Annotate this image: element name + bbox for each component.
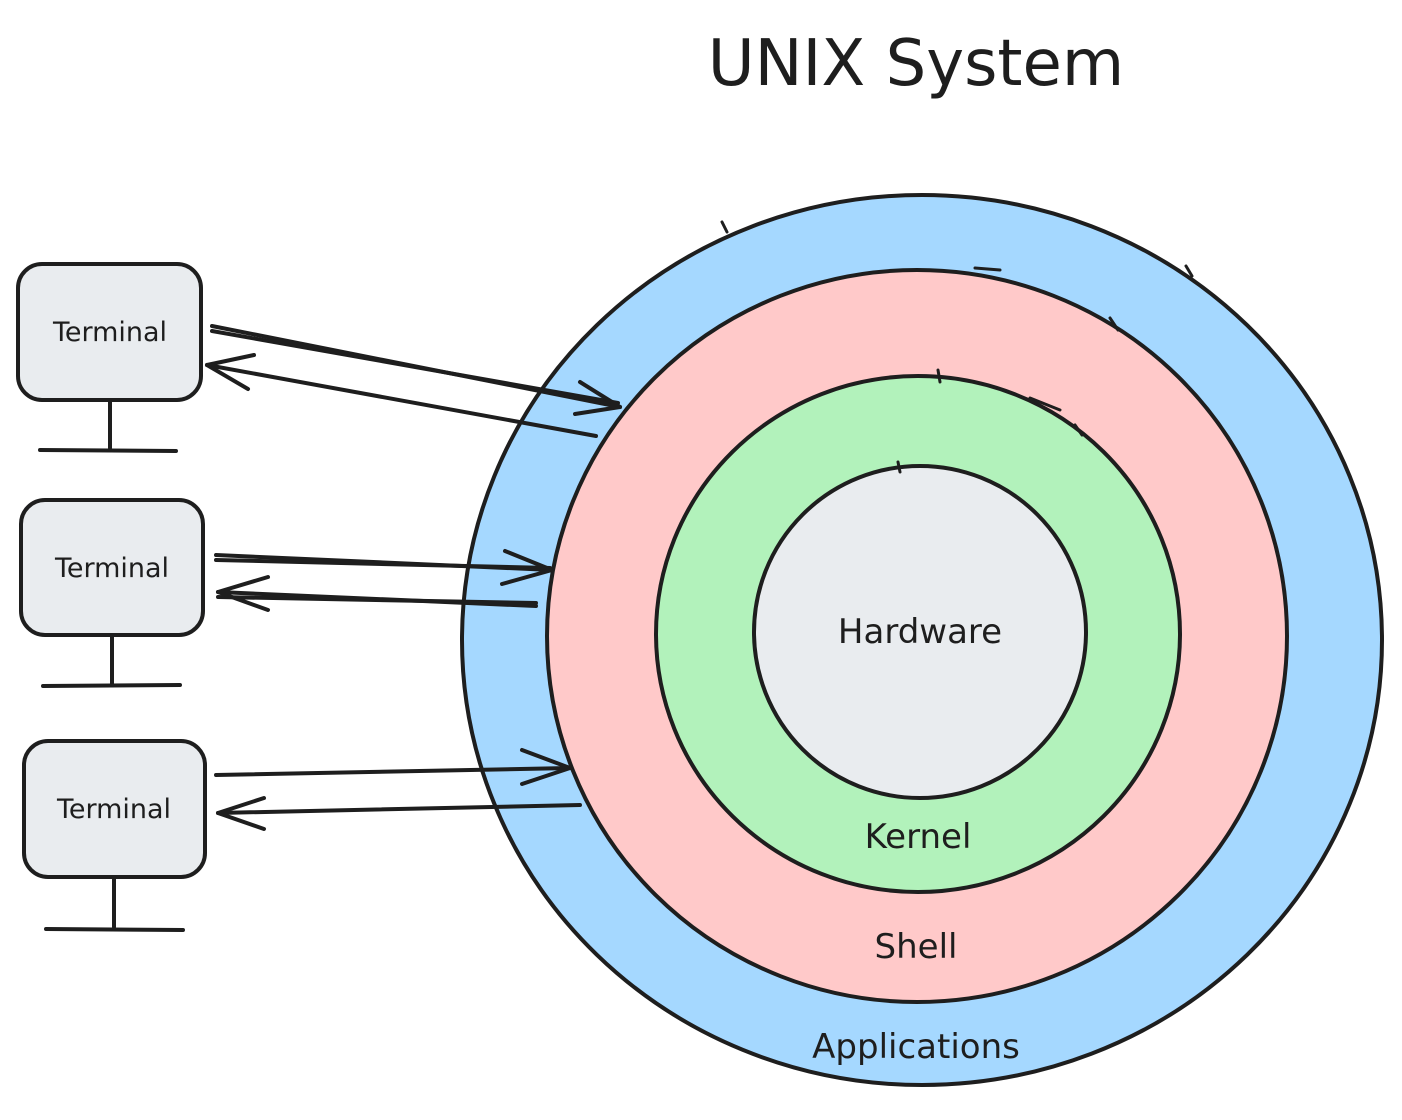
terminal-2: Terminal	[19, 498, 205, 688]
shell-label: Shell	[875, 927, 958, 967]
system-layers: Applications Shell Kernel Hardware	[460, 193, 1384, 1087]
terminal-3-label: Terminal	[56, 794, 171, 825]
terminal-3: Terminal	[22, 739, 207, 932]
terminal-1-label: Terminal	[52, 317, 167, 348]
hardware-core	[752, 464, 1088, 800]
arrow-system-to-terminal-3	[216, 803, 582, 815]
arrow-system-to-terminal-1	[205, 363, 598, 438]
kernel-label: Kernel	[865, 817, 972, 857]
terminal-1-base	[38, 448, 178, 453]
diagram-title: UNIX System	[708, 27, 1124, 101]
terminal-1-arrows	[205, 324, 622, 438]
terminal-3-base	[44, 927, 185, 932]
hardware-label: Hardware	[838, 612, 1002, 652]
terminal-1: Terminal	[16, 262, 203, 453]
terminal-3-arrows	[214, 748, 582, 831]
terminal-2-base	[41, 683, 182, 688]
terminal-2-arrows	[214, 549, 554, 612]
terminal-2-label: Terminal	[54, 553, 169, 584]
arrow-terminal-3-to-system	[214, 766, 572, 777]
applications-label: Applications	[812, 1027, 1020, 1067]
